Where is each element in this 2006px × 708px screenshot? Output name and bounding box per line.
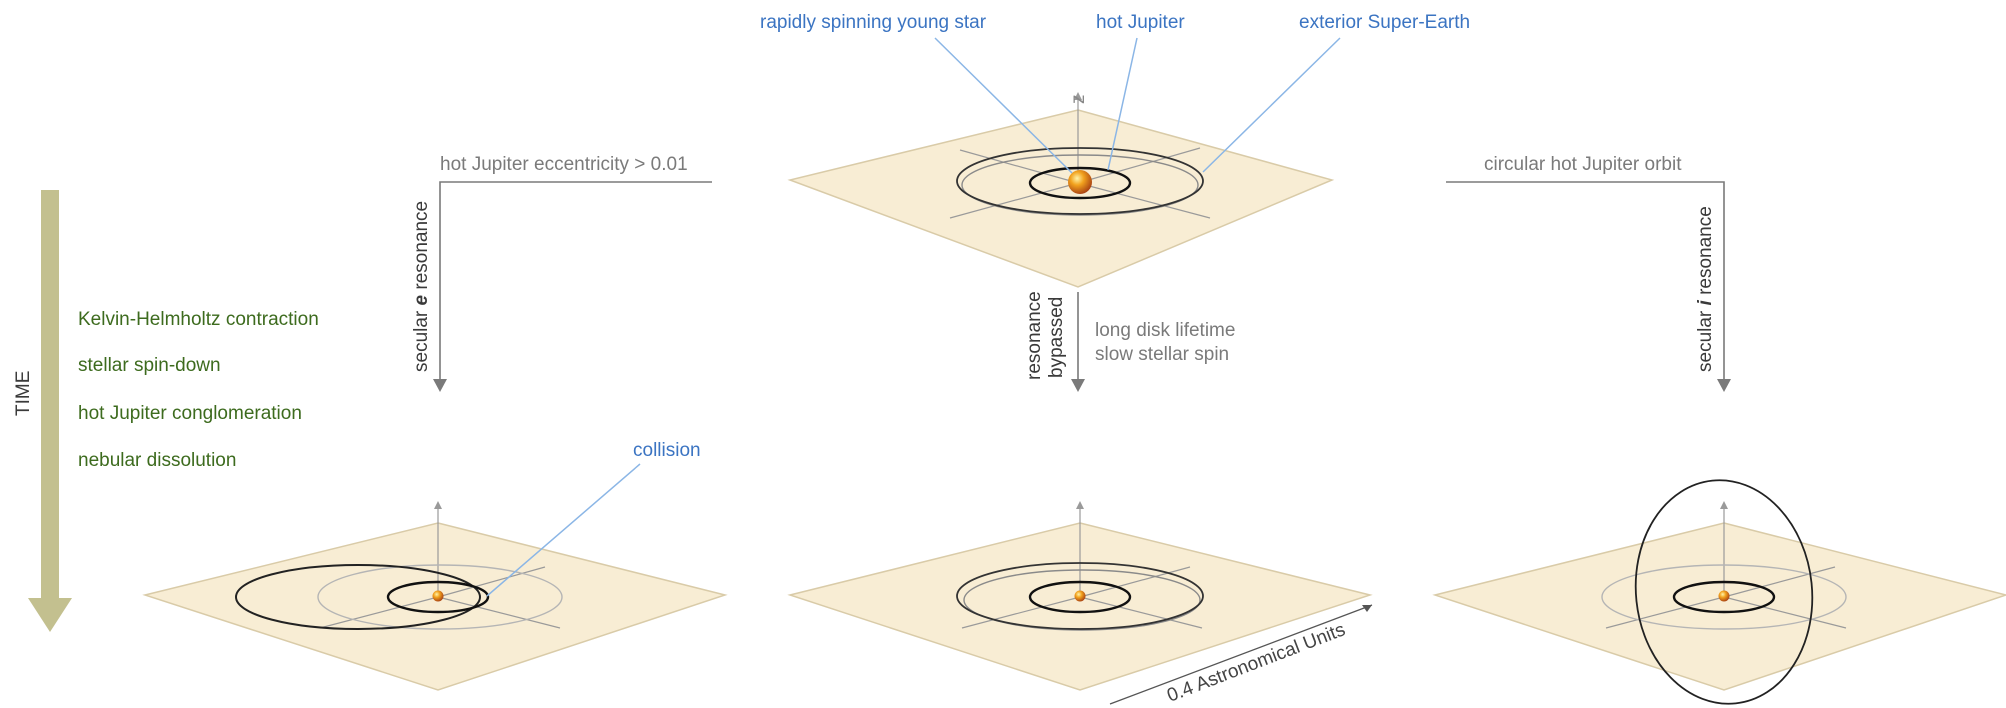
star <box>1718 590 1730 602</box>
time-event-3: hot Jupiter conglomeration <box>78 403 302 424</box>
orbital-plane <box>787 109 1335 288</box>
callout-super-earth-leader <box>1202 37 1341 173</box>
super-earth-orbit <box>956 562 1204 630</box>
callout-collision-label: collision <box>633 440 701 461</box>
star <box>432 590 444 602</box>
super-earth-orbit-far <box>961 154 1199 216</box>
branch-left: hot Jupiter eccentricity > 0.01 secular … <box>411 154 712 392</box>
middle-condition-line2: slow stellar spin <box>1095 344 1229 365</box>
time-axis: TIME Kelvin-Helmholtz contraction stella… <box>13 190 319 632</box>
middle-condition-line1: long disk lifetime <box>1095 320 1235 341</box>
middle-process-line1: resonance <box>1024 291 1045 380</box>
callouts-top: rapidly spinning young star hot Jupiter … <box>760 12 1470 174</box>
orbital-plane <box>787 522 1373 691</box>
right-process-label: secular i resonance <box>1695 206 1716 372</box>
super-earth-orbit <box>956 147 1204 215</box>
left-condition-label: hot Jupiter eccentricity > 0.01 <box>440 154 688 175</box>
middle-process-line2: bypassed <box>1046 297 1067 378</box>
time-arrow-shaft <box>41 190 59 600</box>
orbital-plane <box>1432 522 2006 691</box>
hot-jupiter-orbit <box>1672 580 1776 614</box>
left-process-label: secular e resonance <box>411 201 432 372</box>
z-axis-label: z <box>1068 95 1089 105</box>
middle-flow-arrowhead <box>1071 379 1085 392</box>
plane-axes <box>949 92 1211 219</box>
time-event-1: Kelvin-Helmholtz contraction <box>78 309 319 330</box>
callout-hot-jupiter-label: hot Jupiter <box>1096 12 1185 33</box>
star <box>1074 590 1086 602</box>
time-arrow-head <box>28 598 72 632</box>
super-earth-orbit-initial <box>317 564 563 630</box>
young-star <box>1068 170 1092 194</box>
time-label: TIME <box>13 371 34 416</box>
callout-collision-leader <box>486 463 641 597</box>
callout-star-label: rapidly spinning young star <box>760 12 987 33</box>
callout-super-earth-label: exterior Super-Earth <box>1299 12 1470 33</box>
left-flow-arrow <box>439 181 712 380</box>
branch-middle: resonance bypassed long disk lifetime sl… <box>1024 291 1235 392</box>
panel-collision: collision <box>142 440 728 691</box>
panel-bypassed: 0.4 Astronomical Units <box>787 501 1373 707</box>
time-event-2: stellar spin-down <box>78 355 221 376</box>
super-earth-orbit-eccentric <box>235 564 481 630</box>
orbital-plane <box>142 522 728 691</box>
hot-jupiter-orbit <box>386 580 490 614</box>
right-flow-arrowhead <box>1717 379 1731 392</box>
time-event-4: nebular dissolution <box>78 450 236 471</box>
panel-initial: z <box>787 92 1335 288</box>
panel-inclined <box>1432 479 2006 705</box>
right-flow-arrow <box>1446 181 1725 380</box>
right-condition-label: circular hot Jupiter orbit <box>1484 154 1682 175</box>
callout-hot-jupiter-leader <box>1107 37 1138 171</box>
callout-star-leader <box>934 37 1073 174</box>
super-earth-orbit-inclined <box>1634 479 1814 705</box>
hot-jupiter-orbit <box>1028 166 1132 200</box>
super-earth-orbit-initial <box>1601 564 1847 630</box>
branch-right: circular hot Jupiter orbit secular i res… <box>1446 154 1731 392</box>
left-flow-arrowhead <box>433 379 447 392</box>
super-earth-orbit-far <box>963 569 1201 631</box>
hot-jupiter-orbit <box>1028 580 1132 614</box>
